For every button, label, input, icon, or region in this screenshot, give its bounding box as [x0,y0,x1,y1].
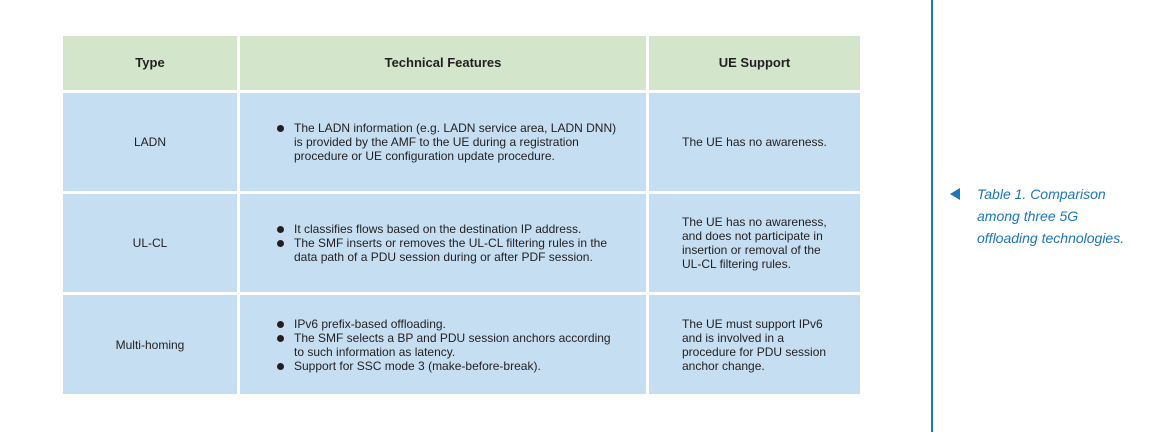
feature-text: It classifies flows based on the destina… [294,222,582,236]
row-ladn-features: The LADN information (e.g. LADN service … [240,93,646,191]
margin-divider [931,0,933,432]
features-list: IPv6 prefix-based offloading. The SMF se… [277,317,622,373]
bullet-icon [277,226,284,233]
caption-text: Table 1. Comparison among three 5G offlo… [977,186,1125,246]
feature-text: The LADN information (e.g. LADN service … [294,121,617,163]
caption-arrow-icon [950,188,960,200]
row-ulcl-type: UL-CL [63,194,237,292]
feature-item: IPv6 prefix-based offloading. [277,317,622,331]
feature-text: The SMF selects a BP and PDU session anc… [294,330,611,359]
feature-text: The SMF inserts or removes the UL-CL fil… [294,236,608,264]
row-ulcl-support: The UE has no awareness, and does not pa… [649,194,860,292]
feature-item: Support for SSC mode 3 (make-before-brea… [277,359,622,373]
support-text: The UE has no awareness. [682,135,827,149]
row-ladn-type: LADN [63,93,237,191]
bullet-icon [277,125,284,132]
header-type: Type [63,36,237,90]
feature-item: The SMF selects a BP and PDU session anc… [277,331,622,359]
feature-item: The LADN information (e.g. LADN service … [277,121,622,163]
bullet-icon [277,362,284,370]
feature-text: IPv6 prefix-based offloading. [294,316,446,331]
row-multihoming-type: Multi-homing [63,295,237,394]
table-caption: Table 1. Comparison among three 5G offlo… [950,183,1135,249]
row-ulcl-features: It classifies flows based on the destina… [240,194,646,292]
row-multihoming-features: IPv6 prefix-based offloading. The SMF se… [240,295,646,394]
bullet-icon [277,240,284,247]
row-multihoming-support: The UE must support IPv6 and is involved… [649,295,860,394]
feature-item: It classifies flows based on the destina… [277,222,622,236]
support-text: The UE must support IPv6 and is involved… [682,316,827,373]
row-ladn-support: The UE has no awareness. [649,93,860,191]
feature-text: Support for SSC mode 3 (make-before-brea… [294,358,541,373]
comparison-table: Type Technical Features UE Support LADN … [63,36,860,394]
bullet-icon [277,320,284,328]
header-technical-features: Technical Features [240,36,646,90]
features-list: The LADN information (e.g. LADN service … [277,121,622,163]
header-ue-support: UE Support [649,36,860,90]
features-list: It classifies flows based on the destina… [277,222,622,264]
bullet-icon [277,334,284,342]
support-text: The UE has no awareness, and does not pa… [682,215,827,271]
feature-item: The SMF inserts or removes the UL-CL fil… [277,236,622,264]
